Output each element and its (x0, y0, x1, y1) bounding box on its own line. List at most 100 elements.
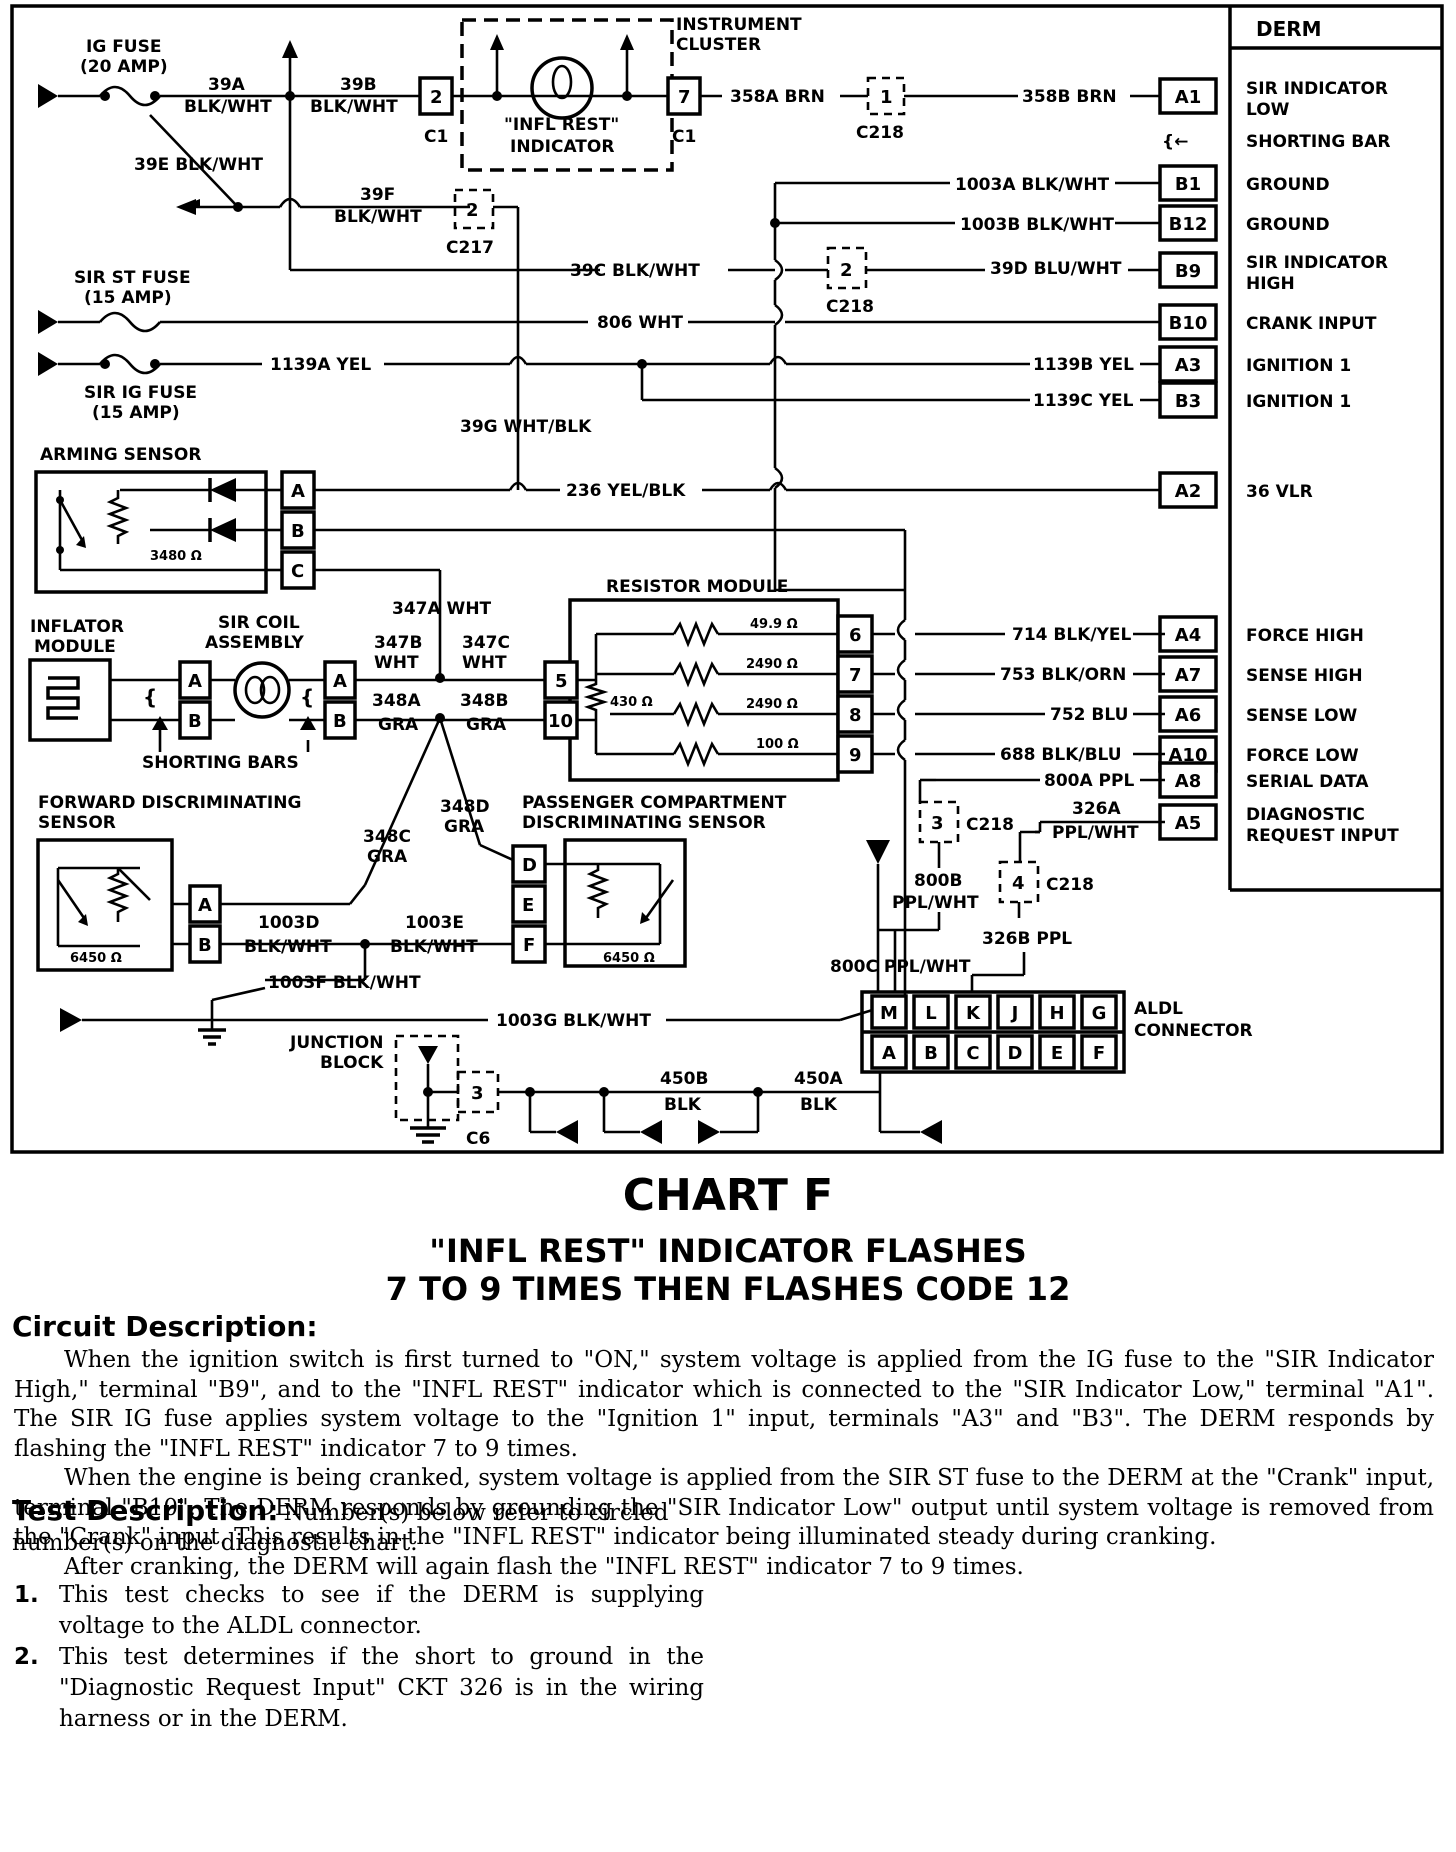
aldl-pin-b: B (924, 1043, 938, 1064)
aldl-pin-d: D (1008, 1043, 1023, 1064)
derm-pin-b3: B3 (1175, 391, 1201, 412)
forward-sensor-label-2: SENSOR (38, 813, 116, 833)
derm-terminal-label: SENSE HIGH (1246, 666, 1363, 686)
wire-1003d-color: BLK/WHT (244, 937, 332, 957)
resistor-module-label: RESISTOR MODULE (606, 577, 788, 597)
aldl-pin-f: F (1093, 1043, 1105, 1064)
c218-pin-3: 3 (931, 813, 944, 834)
test-number: 2. (14, 1644, 39, 1670)
derm-terminal-label: DIAGNOSTIC (1246, 805, 1365, 825)
resistor-2490-a: 2490 Ω (746, 657, 798, 672)
cluster-c1-left: C1 (424, 127, 448, 147)
wire-1139b: 1139B YEL (1033, 355, 1134, 375)
instrument-cluster-label-1: INSTRUMENT (676, 15, 802, 35)
aldl-pin-j: J (1010, 1003, 1019, 1024)
derm-pin-box (1158, 164, 1218, 202)
wire-326b: 326B PPL (982, 929, 1072, 949)
passenger-compartment-sensor: PASSENGER COMPARTMENT DISCRIMINATING SEN… (511, 793, 787, 968)
forward-sensor-resistor: 6450 Ω (70, 951, 122, 966)
sir-st-fuse: SIR ST FUSE (15 AMP) (38, 268, 191, 334)
shorting-bars-label: SHORTING BARS (142, 753, 299, 773)
aldl-pin-box (954, 1034, 992, 1070)
c218-label-4: C218 (1046, 875, 1094, 895)
cluster-pin-2: 2 (430, 87, 443, 108)
shorting-brace-left: { (143, 685, 157, 709)
coil-pin-a: A (333, 671, 347, 692)
inflator-label-1: INFLATOR (30, 617, 124, 637)
wire-347c-color: WHT (462, 653, 507, 673)
aldl-pin-box (996, 994, 1034, 1030)
junction-block-label-1: JUNCTION (289, 1033, 383, 1053)
wire-39b: 39B (340, 75, 377, 95)
wire-1003g: 1003G BLK/WHT (496, 1011, 651, 1031)
derm-terminal-label: SIR INDICATOR (1246, 79, 1388, 99)
aldl-pin-box (996, 1034, 1034, 1070)
derm-pin-b9: B9 (1175, 261, 1201, 282)
test-number: 1. (14, 1582, 39, 1608)
derm-pin-a4: A4 (1175, 625, 1201, 646)
derm-pin-a1: A1 (1175, 87, 1201, 108)
test-item: 2. This test determines if the short to … (14, 1642, 704, 1735)
resistor-pin-10: 10 (548, 711, 573, 732)
derm-pin-a10: A10 (1169, 745, 1208, 766)
aldl-pin-h: H (1049, 1003, 1064, 1024)
resistor-pin-8: 8 (849, 705, 862, 726)
coil-pin-b: B (333, 711, 347, 732)
instrument-cluster: INSTRUMENT CLUSTER 2 C1 7 C1 "INFL REST"… (418, 15, 802, 172)
c218-pin-4: 4 (1012, 873, 1025, 894)
passenger-sensor-label-1: PASSENGER COMPARTMENT (522, 793, 787, 813)
aldl-label-2: CONNECTOR (1134, 1021, 1253, 1041)
inflator-pin-a: A (188, 671, 202, 692)
derm-pin-box (1158, 695, 1218, 733)
derm-terminal-label: IGNITION 1 (1246, 392, 1351, 412)
wire-347c: 347C (462, 633, 510, 653)
resistor-module: RESISTOR MODULE 5 10 6 7 8 9 430 Ω 49.9 … (543, 577, 874, 782)
derm-pin-b1: B1 (1175, 174, 1201, 195)
aldl-pin-box (1080, 1034, 1118, 1070)
aldl-pin-k: K (966, 1003, 981, 1024)
inflator-module: INFLATOR MODULE { A B (28, 617, 212, 742)
wire-1003e-color: BLK/WHT (390, 937, 478, 957)
derm-title: DERM (1256, 17, 1322, 41)
wire-348c: 348C (363, 827, 411, 847)
junction-block: JUNCTION BLOCK 3 C6 (289, 1033, 500, 1149)
resistor-100: 100 Ω (756, 737, 799, 752)
description-section: CHART F "INFL REST" INDICATOR FLASHES 7 … (0, 1160, 1456, 1852)
wire-800a: 800A PPL (1044, 771, 1134, 791)
c218-label-2: C218 (826, 297, 874, 317)
derm-pin-box (1158, 471, 1218, 509)
wire-326a: 326A (1072, 799, 1121, 819)
wire-348a: 348A (372, 691, 421, 711)
aldl-pin-box (870, 994, 908, 1030)
wire-39a: 39A (208, 75, 246, 95)
aldl-pin-box (870, 1034, 908, 1070)
derm-terminal-label: CRANK INPUT (1246, 314, 1377, 334)
wire-39d: 39D BLU/WHT (990, 259, 1122, 279)
derm-pin-a7: A7 (1175, 665, 1201, 686)
forward-pin-a: A (198, 895, 212, 916)
passenger-sensor-label-2: DISCRIMINATING SENSOR (522, 813, 766, 833)
aldl-pin-box (1080, 994, 1118, 1030)
sir-ig-fuse-label-2: (15 AMP) (92, 403, 180, 423)
wire-688: 688 BLK/BLU (1000, 745, 1122, 765)
circuit-paragraph-2: When the engine is being cranked, system… (14, 1465, 1434, 1550)
aldl-pin-e: E (1051, 1043, 1063, 1064)
infl-rest-indicator-2: INDICATOR (510, 137, 614, 157)
test-item: 1. This test checks to see if the DERM i… (14, 1580, 704, 1642)
c6-pin: 3 (471, 1083, 484, 1104)
passenger-sensor-resistor: 6450 Ω (603, 951, 655, 966)
ig-fuse: IG FUSE (20 AMP) (38, 37, 420, 108)
aldl-pin-box (1038, 1034, 1076, 1070)
aldl-pin-c: C (966, 1043, 979, 1064)
wire-348b-color: GRA (466, 715, 507, 735)
wire-450a-color: BLK (800, 1095, 838, 1115)
cluster-pin-7: 7 (678, 87, 691, 108)
derm-pin-box (1158, 615, 1218, 653)
derm-pin-box (1158, 77, 1218, 115)
inflator-label-2: MODULE (34, 637, 116, 657)
passenger-pin-e: E (522, 895, 534, 916)
test-description-block: Test Description: Number(s) below refer … (12, 1494, 712, 1558)
derm-pin-box (1158, 803, 1218, 841)
arming-pin-c: C (291, 561, 304, 582)
